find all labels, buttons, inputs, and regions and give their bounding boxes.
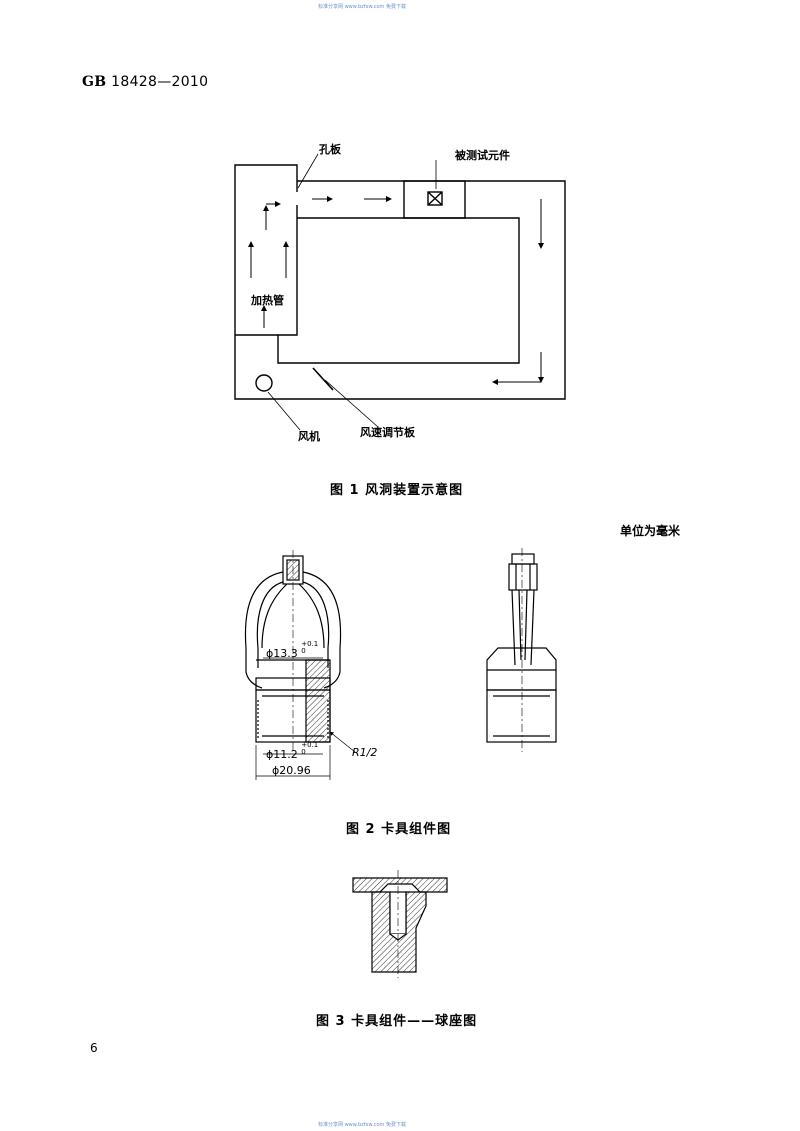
dim-20-96: ϕ20.96 (272, 764, 311, 777)
side-thread-body (486, 689, 557, 743)
label-test-element: 被测试元件 (455, 149, 510, 162)
label-speed-plate: 风速调节板 (360, 426, 415, 439)
dim-11-2: ϕ11.2 +0.1 0 (266, 741, 319, 762)
dim-11-2-tol-upper: +0.1 (301, 741, 319, 749)
dim-11-2-value: ϕ11.2 (266, 748, 298, 761)
fan-icon (255, 374, 273, 392)
watermark-top: 标准分享网 www.bzfxw.com 免费下载 (318, 4, 406, 10)
figure-2-clamp-assembly (244, 548, 557, 780)
figure-1-caption: 图 1 风洞装置示意图 (330, 483, 464, 498)
speed-plate-icon (312, 367, 334, 391)
tunnel-outer-wall (234, 164, 566, 400)
figure-3-caption: 图 3 卡具组件——球座图 (316, 1014, 478, 1029)
dim-11-2-tol-lower: 0 (301, 748, 306, 756)
dim-13-3-tol-lower: 0 (301, 647, 306, 655)
figure-3-ball-seat (352, 870, 448, 978)
leader-speed-plate (324, 379, 379, 428)
leader-fan (267, 391, 301, 431)
dim-thread-r1-2: R1/2 (352, 746, 378, 759)
leader-thread (329, 731, 356, 753)
unit-note: 单位为毫米 (620, 524, 681, 538)
tunnel-inner-wall (277, 217, 520, 364)
side-frame-arm (511, 589, 535, 666)
flow-arrows (248, 196, 544, 385)
standard-number: 18428—2010 (111, 74, 209, 90)
clamp-frame-right-arm (302, 571, 342, 689)
test-element-icon (427, 191, 443, 206)
label-fan: 风机 (298, 430, 320, 443)
figure-2-caption: 图 2 卡具组件图 (346, 822, 452, 837)
test-element-chamber (403, 180, 466, 219)
label-heating-tube: 加热管 (251, 294, 284, 307)
dim-13-3: ϕ13.3 +0.1 0 (266, 640, 319, 661)
document-header: GB 18428—2010 (82, 74, 208, 90)
side-nut (508, 563, 538, 591)
clamp-frame-left-arm (244, 571, 284, 689)
watermark-bottom: 标准分享网 www.bzfxw.com 免费下载 (318, 1122, 406, 1128)
page-number: 6 (90, 1041, 98, 1055)
figure-1-wind-tunnel-diagram (234, 153, 566, 431)
dim-13-3-tol-upper: +0.1 (301, 640, 319, 648)
seat-flange (352, 877, 448, 893)
standard-code: GB (82, 74, 107, 90)
label-orifice-plate: 孔板 (319, 143, 341, 156)
dim-13-3-value: ϕ13.3 (266, 647, 298, 660)
leader-orifice (297, 153, 319, 189)
side-hex-body (486, 647, 557, 691)
side-top-cap (511, 553, 535, 565)
